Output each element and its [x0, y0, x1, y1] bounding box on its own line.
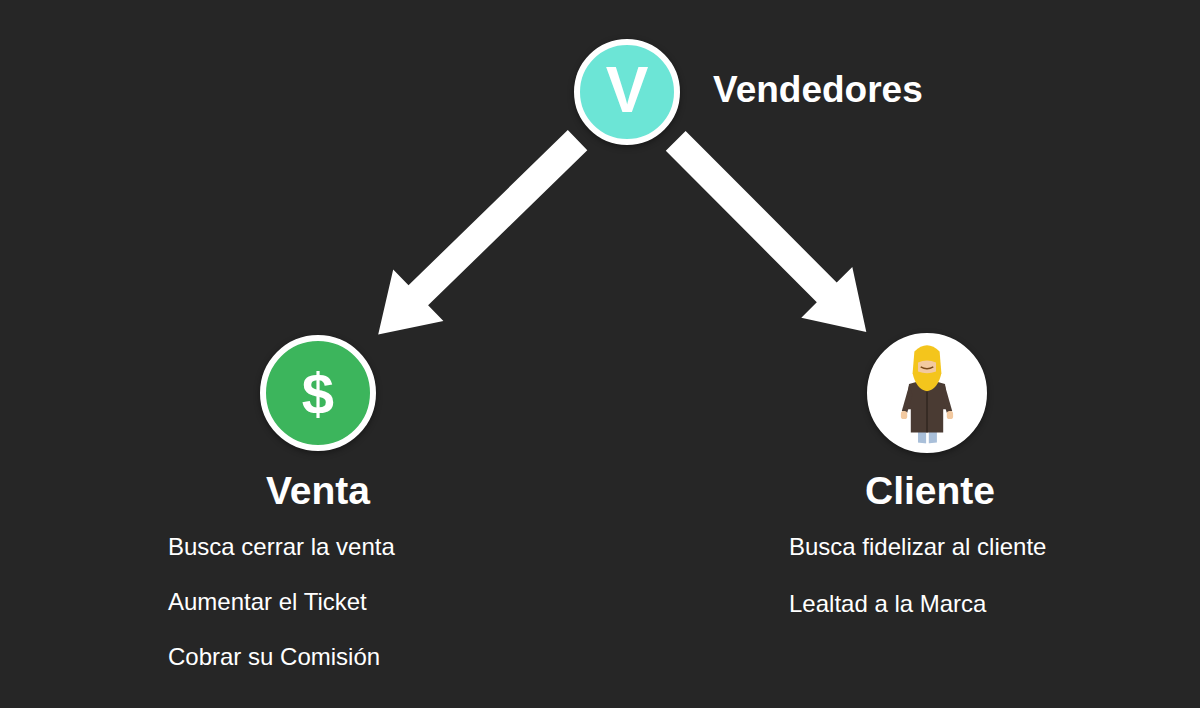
- sale-heading: Venta: [266, 470, 370, 513]
- sale-goal: Busca cerrar la venta: [168, 534, 395, 560]
- dollar-symbol: $: [302, 362, 334, 426]
- block-arrow: [666, 131, 867, 332]
- customer-circle: ClienteBusca fidelizar al clienteLealtad…: [867, 333, 987, 453]
- block-arrow: [378, 130, 587, 334]
- customer-heading: Cliente: [865, 470, 995, 513]
- customer-illustration: [873, 339, 981, 447]
- sale-circle: $VentaBusca cerrar la ventaAumentar el T…: [260, 335, 376, 451]
- sale-goal: Aumentar el Ticket: [168, 589, 367, 615]
- customer-goal: Busca fidelizar al cliente: [789, 534, 1046, 560]
- seller-initial: V: [606, 55, 649, 125]
- seller-heading: Vendedores: [713, 70, 923, 111]
- sale-goal: Cobrar su Comisión: [168, 644, 380, 670]
- seller-circle: VVendedores: [574, 39, 680, 145]
- customer-goal: Lealtad a la Marca: [789, 591, 986, 617]
